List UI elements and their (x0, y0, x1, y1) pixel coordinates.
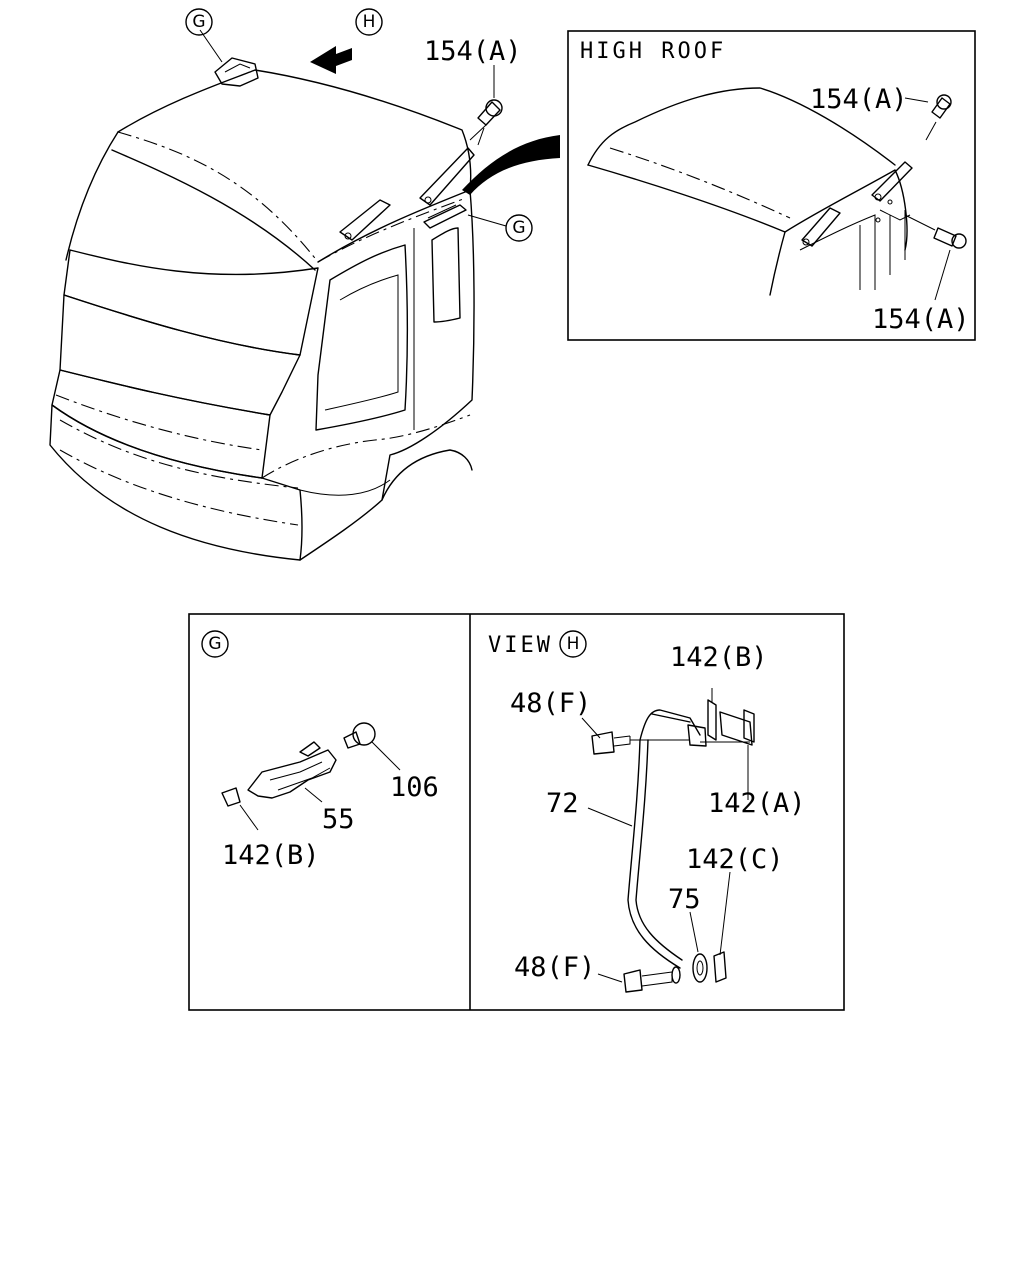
label-154a-main: 154(A) (424, 36, 522, 67)
label-154a-inset-bottom: 154(A) (872, 304, 970, 335)
rod-assembly-detail (591, 699, 755, 993)
svg-text:G: G (192, 12, 205, 32)
truck-cab-illustration (49, 57, 503, 561)
label-72: 72 (546, 788, 579, 819)
high-roof-title: HIGH ROOF (580, 39, 726, 64)
inset-pointer (462, 135, 560, 195)
callout-g-side: G (505, 214, 533, 242)
high-roof-illustration (587, 87, 967, 296)
label-142a: 142(A) (708, 788, 806, 819)
svg-text:G: G (208, 634, 221, 654)
label-142c: 142(C) (686, 844, 784, 875)
label-48f-bottom: 48(F) (514, 952, 595, 983)
callout-h-top: H (355, 8, 383, 36)
label-154a-inset-top: 154(A) (810, 84, 908, 115)
callout-g-panel: G (201, 630, 229, 658)
high-roof-inset-frame (567, 30, 976, 341)
label-106: 106 (390, 772, 439, 803)
view-title: VIEW (488, 633, 553, 658)
svg-text:H: H (567, 634, 580, 654)
svg-text:H: H (363, 12, 376, 32)
label-75: 75 (668, 884, 701, 915)
callout-g-top: G (185, 8, 213, 36)
grab-handle-detail (221, 722, 376, 807)
label-55: 55 (322, 804, 355, 835)
label-48f-top: 48(F) (510, 688, 591, 719)
label-142b-g: 142(B) (222, 840, 320, 871)
detail-panels-frame (188, 613, 845, 1011)
svg-text:G: G (512, 218, 525, 238)
label-142b-h: 142(B) (670, 642, 768, 673)
callout-h-panel: H (559, 630, 587, 658)
view-direction-arrow (310, 46, 352, 74)
